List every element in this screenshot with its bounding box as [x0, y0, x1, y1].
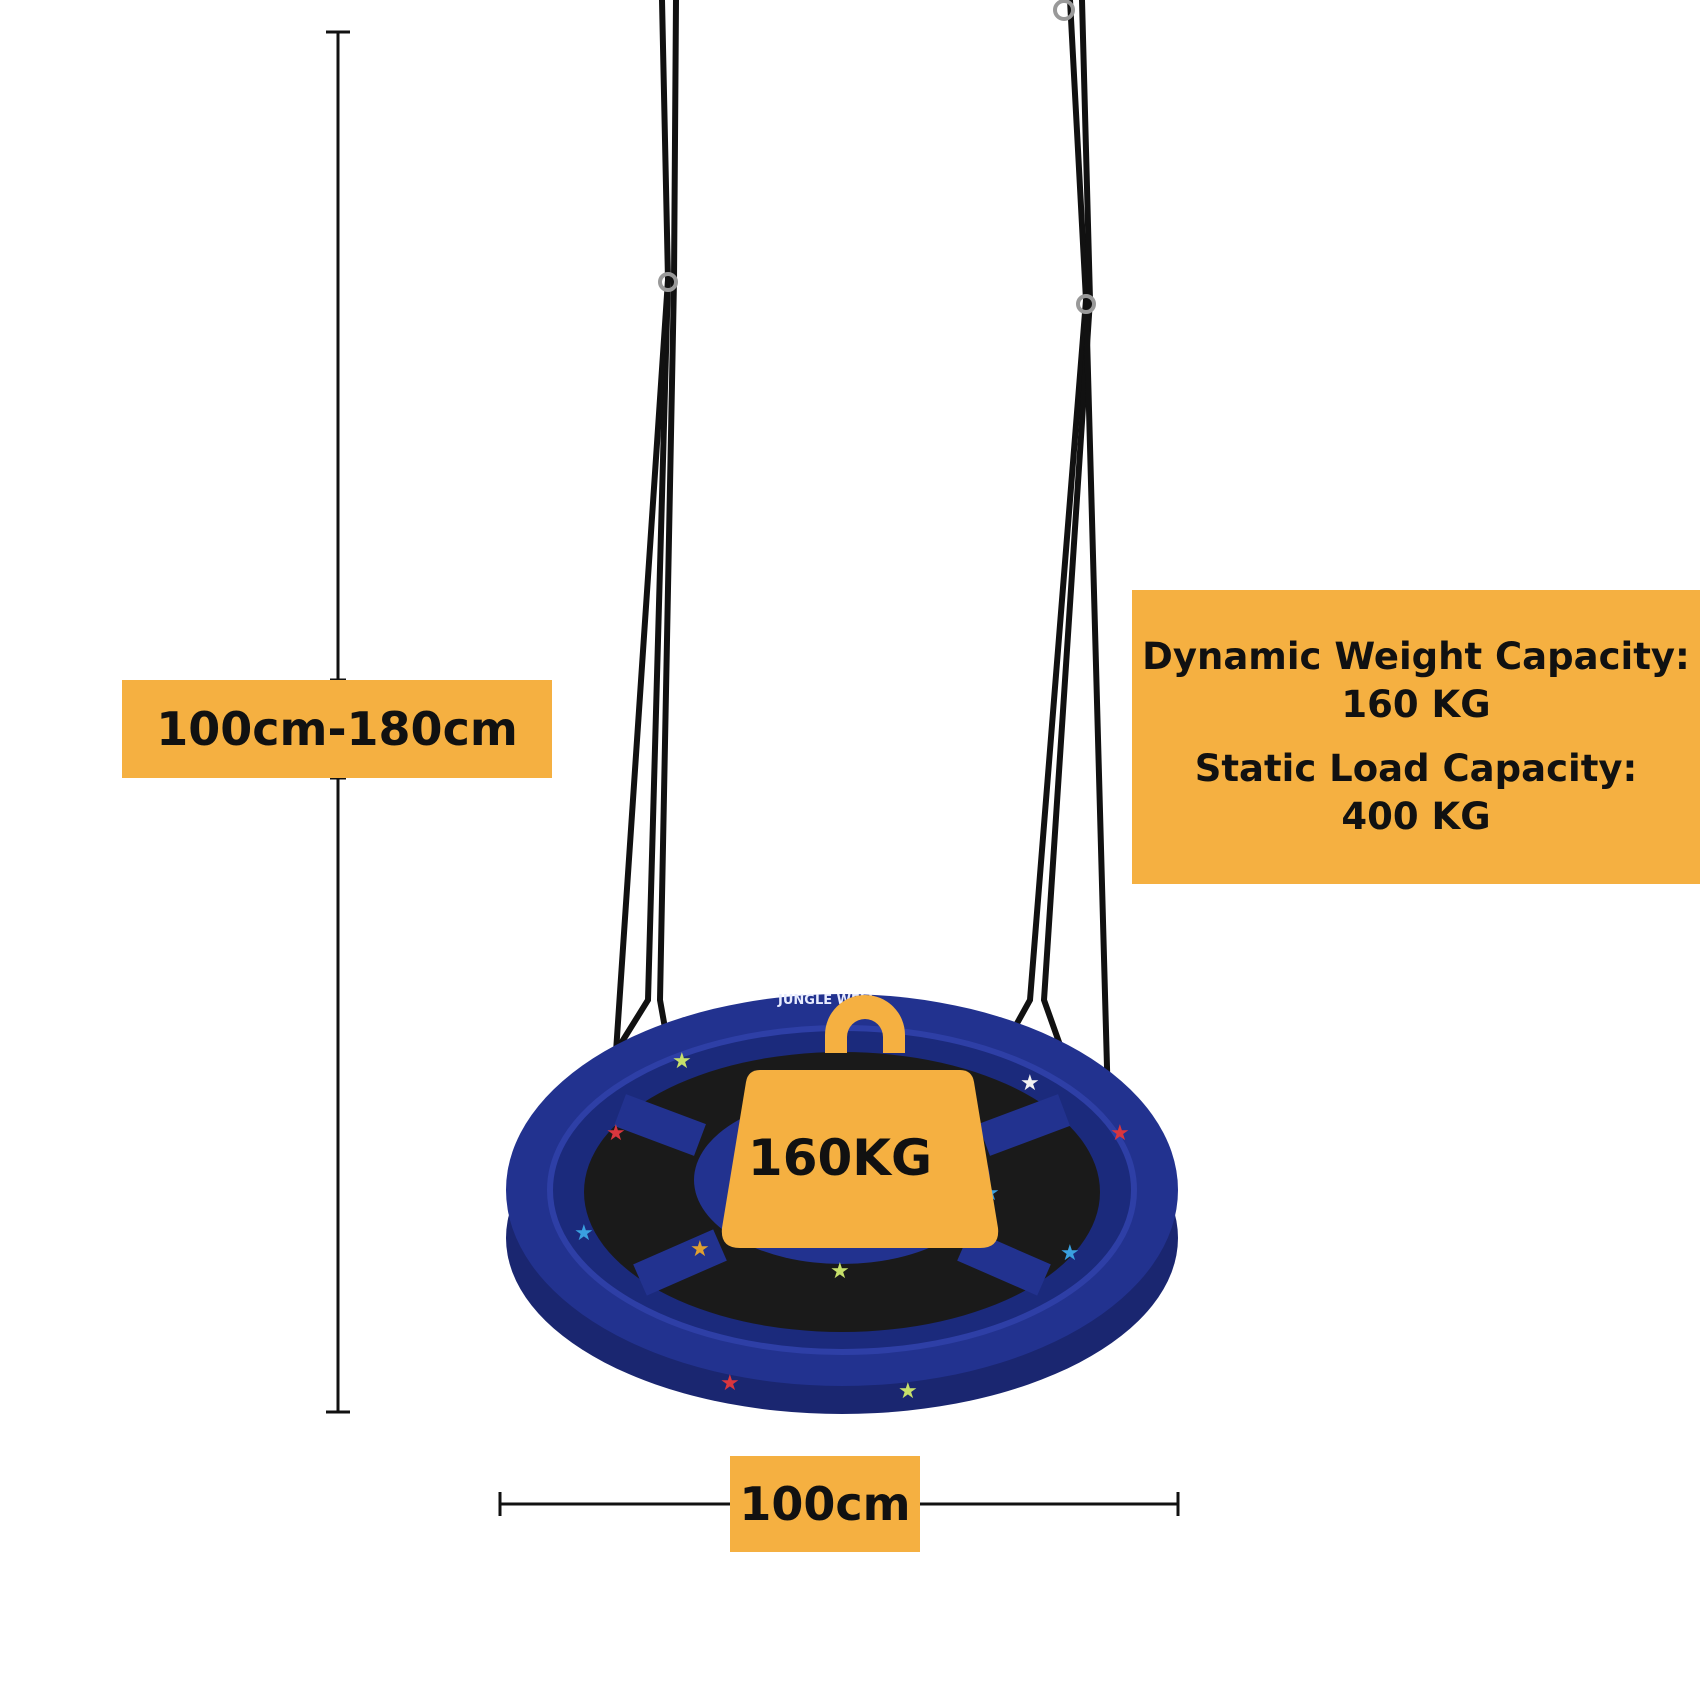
capacity-panel: Dynamic Weight Capacity: 160 KG Static L… — [1132, 590, 1700, 884]
height-range-label: 100cm-180cm — [122, 680, 552, 778]
height-range-text: 100cm-180cm — [156, 702, 518, 756]
svg-text:★: ★ — [1020, 1071, 1040, 1096]
static-capacity-value: 400 KG — [1341, 795, 1491, 839]
seat-width-text: 100cm — [739, 1477, 911, 1531]
weight-icon-label: 160KG — [747, 1129, 933, 1187]
width-dimension-line — [498, 1492, 1180, 1516]
svg-text:★: ★ — [1110, 1121, 1130, 1146]
static-capacity-title: Static Load Capacity: — [1194, 747, 1638, 790]
dynamic-capacity-value: 160 KG — [1341, 682, 1491, 726]
kettlebell-weight-icon — [721, 995, 999, 1248]
dynamic-capacity: Dynamic Weight Capacity: 160 KG — [1142, 633, 1690, 729]
dynamic-capacity-title: Dynamic Weight Capacity: — [1142, 634, 1690, 678]
star-pattern: ★ ★ ★ ★ ★ ★ ★ ★ ★ ★ ★ ★ — [574, 1049, 1130, 1404]
svg-text:★: ★ — [690, 1237, 710, 1262]
static-capacity: Static Load Capacity: 400 KG — [1195, 745, 1638, 841]
svg-text:★: ★ — [574, 1221, 594, 1246]
svg-text:★: ★ — [1060, 1241, 1080, 1266]
seat-width-label: 100cm — [730, 1456, 920, 1552]
svg-text:★: ★ — [672, 1049, 692, 1074]
rope-rings — [658, 0, 1096, 314]
svg-text:★: ★ — [830, 1259, 850, 1284]
svg-text:★: ★ — [720, 1371, 740, 1396]
svg-text:★: ★ — [898, 1379, 918, 1404]
svg-text:★: ★ — [606, 1121, 626, 1146]
